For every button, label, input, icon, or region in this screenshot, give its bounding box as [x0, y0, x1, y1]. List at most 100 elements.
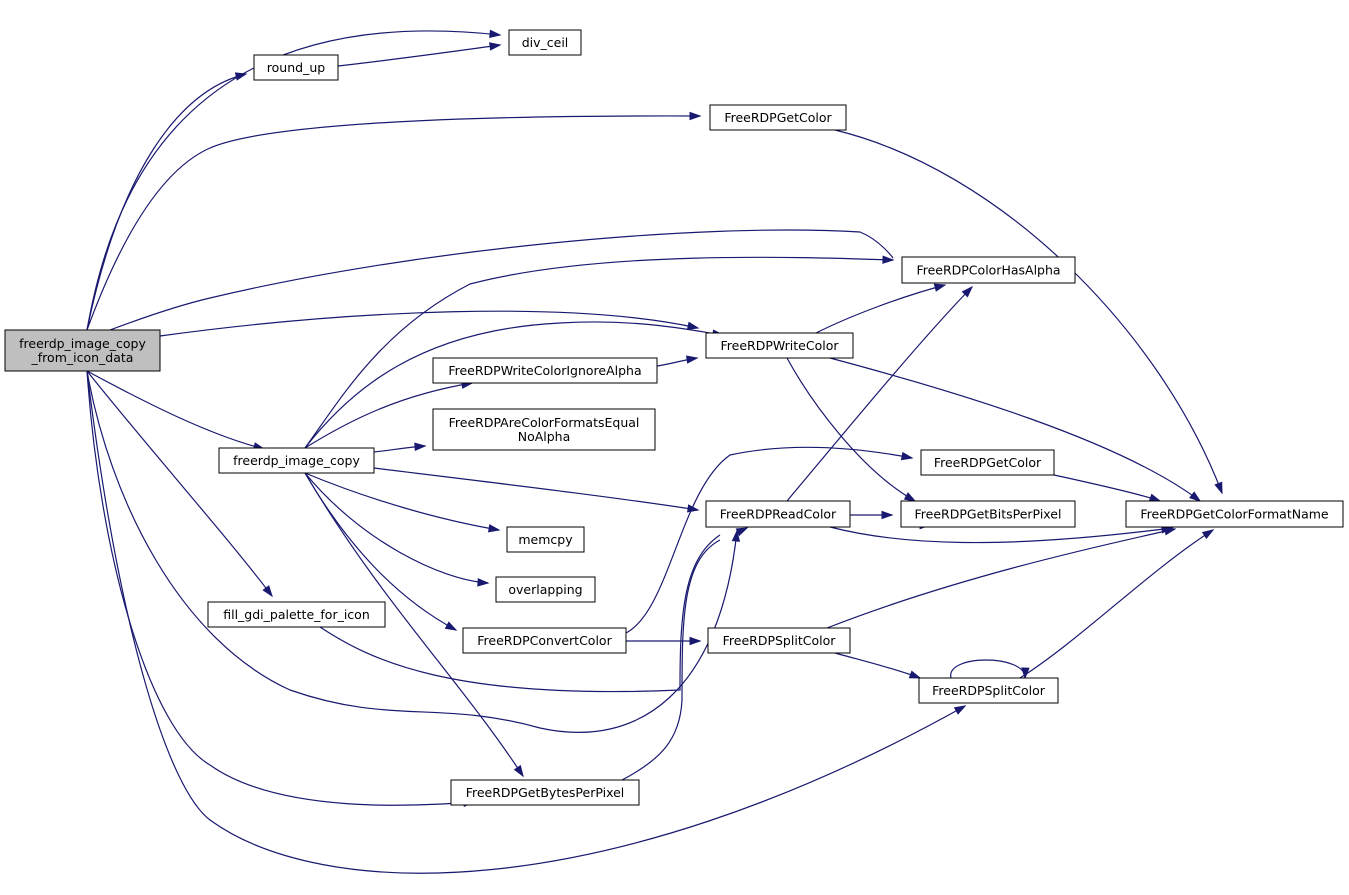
node-box: [432, 357, 658, 384]
arrowhead: [1189, 491, 1202, 502]
edge-split_color_2-to-split_color_2: [950, 659, 1030, 680]
node-box: [1125, 500, 1344, 528]
node-round-up[interactable]: round_up: [253, 54, 339, 81]
node-box: [462, 627, 627, 654]
node-label: FreeRDPGetColor: [934, 455, 1042, 470]
node-label: freerdp_image_copy: [19, 336, 146, 351]
node-box: [506, 526, 585, 553]
arrowhead: [689, 636, 702, 646]
node-label: FreeRDPReadColor: [720, 507, 837, 522]
node-root[interactable]: freerdp_image_copy_from_icon_data: [4, 329, 161, 372]
edge-split_color_2-to-get_color_format_name: [1019, 529, 1215, 679]
edge-root-to-color_has_alpha: [109, 229, 894, 331]
node-label: FreeRDPGetColorFormatName: [1140, 507, 1329, 522]
node-label: FreeRDPGetBytesPerPixel: [466, 785, 625, 800]
edge-root-to-split_color_2: [86, 370, 967, 874]
node-box: [495, 576, 596, 603]
edge-write_color-to-color_has_alpha: [815, 283, 947, 334]
arrowhead: [444, 621, 458, 631]
arrowhead: [903, 492, 917, 502]
node-label: memcpy: [518, 532, 573, 547]
node-box: [709, 104, 847, 131]
arrowhead: [234, 72, 248, 81]
node-get-color-format-name[interactable]: FreeRDPGetColorFormatName: [1125, 500, 1344, 528]
node-box: [218, 447, 375, 474]
node-split-color-1[interactable]: FreeRDPSplitColor: [707, 627, 851, 654]
arrowhead: [1163, 527, 1177, 536]
node-get-color-mid[interactable]: FreeRDPGetColor: [920, 449, 1055, 476]
node-label: div_ceil: [522, 35, 569, 50]
edge-convert_color-to-split_color_1: [626, 636, 702, 646]
node-box: [705, 332, 854, 359]
node-read-color[interactable]: FreeRDPReadColor: [705, 500, 851, 528]
edge-image_copy-to-read_color: [373, 467, 700, 513]
arrowhead: [1148, 493, 1162, 502]
node-label: FreeRDPGetColor: [724, 110, 832, 125]
node-convert-color[interactable]: FreeRDPConvertColor: [462, 627, 627, 654]
node-box: [901, 256, 1076, 284]
edge-image_copy-to-are_formats_equal: [373, 442, 427, 453]
edge-convert_color-to-get_color_mid: [625, 446, 914, 634]
arrowhead: [735, 527, 749, 537]
arrowhead: [731, 529, 741, 542]
arrowhead: [414, 442, 427, 451]
arrowhead: [686, 321, 700, 330]
node-get-color-top[interactable]: FreeRDPGetColor: [709, 104, 847, 131]
edge-root-to-image_copy: [86, 370, 266, 451]
node-overlapping[interactable]: overlapping: [495, 576, 596, 603]
node-image-copy[interactable]: freerdp_image_copy: [218, 447, 375, 474]
edge-get_color_top-to-get_color_format_name: [834, 129, 1223, 495]
arrowhead: [882, 255, 895, 264]
edge-read_color-to-get_bits_per_pixel: [850, 510, 894, 520]
edge-read_color-to-color_has_alpha: [786, 285, 974, 502]
edge-root-to-read_color: [86, 370, 741, 733]
arrowhead: [687, 504, 700, 513]
node-get-bytes-per-pixel[interactable]: FreeRDPGetBytesPerPixel: [450, 779, 640, 806]
node-label: NoAlpha: [518, 429, 571, 444]
arrowhead: [477, 578, 490, 587]
node-box: [920, 449, 1055, 476]
node-write-color-ignore-alpha[interactable]: FreeRDPWriteColorIgnoreAlpha: [432, 357, 658, 384]
arrowhead: [900, 451, 914, 461]
edge-image_copy-to-overlapping: [304, 472, 490, 587]
node-label: FreeRDPColorHasAlpha: [916, 263, 1060, 278]
node-box: [432, 408, 656, 451]
edge-root-to-round_up: [86, 72, 248, 331]
node-box: [707, 627, 851, 654]
edge-write_color-to-get_color_format_name: [829, 357, 1202, 502]
arrowhead: [1214, 481, 1223, 495]
edge-image_copy-to-get_bytes_per_pixel: [304, 472, 524, 778]
arrowhead: [489, 42, 502, 51]
node-div-ceil[interactable]: div_ceil: [508, 29, 582, 56]
node-label: freerdp_image_copy: [233, 453, 360, 468]
node-label: FreeRDPSplitColor: [723, 633, 837, 648]
arrowhead: [908, 670, 922, 679]
arrowhead: [513, 764, 524, 778]
node-label: FreeRDPWriteColorIgnoreAlpha: [448, 363, 641, 378]
node-memcpy[interactable]: memcpy: [506, 526, 585, 553]
edge-split_color_1-to-get_color_format_name: [826, 527, 1177, 629]
edge-get_color_mid-to-get_color_format_name: [1053, 474, 1162, 502]
edge-write_color-to-get_bits_per_pixel: [786, 357, 917, 502]
node-box: [450, 779, 640, 806]
node-label: FreeRDPSplitColor: [932, 683, 1046, 698]
node-label: fill_gdi_palette_for_icon: [223, 607, 370, 622]
node-box: [918, 677, 1059, 704]
edge-fill_gdi_palette-to-get_bits_per_pixel: [319, 521, 932, 693]
node-split-color-2[interactable]: FreeRDPSplitColor: [918, 677, 1059, 704]
arrowhead: [961, 285, 974, 298]
edge-image_copy-to-color_has_alpha: [304, 255, 895, 449]
node-box: [207, 601, 386, 628]
node-get-bits-per-pixel[interactable]: FreeRDPGetBitsPerPixel: [900, 500, 1076, 528]
edge-get_bytes_per_pixel-to-read_color: [621, 527, 749, 781]
node-fill-gdi-palette[interactable]: fill_gdi_palette_for_icon: [207, 601, 386, 628]
arrowhead: [933, 283, 947, 292]
arrowhead: [881, 510, 894, 520]
node-write-color[interactable]: FreeRDPWriteColor: [705, 332, 854, 359]
node-label: FreeRDPAreColorFormatsEqual: [449, 415, 640, 430]
node-label: _from_icon_data: [31, 350, 134, 365]
node-color-has-alpha[interactable]: FreeRDPColorHasAlpha: [901, 256, 1076, 284]
arrowhead: [953, 705, 967, 715]
